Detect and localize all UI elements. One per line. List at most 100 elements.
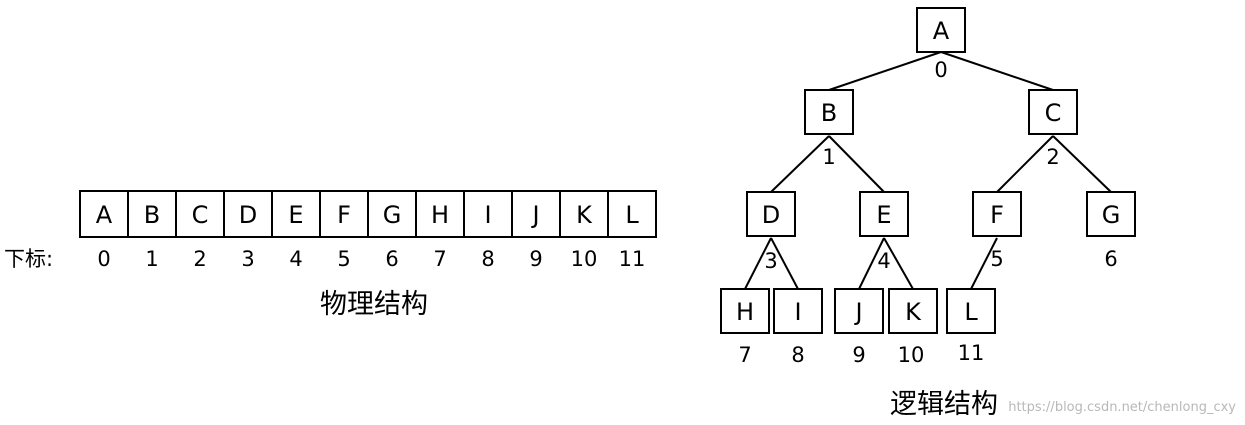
tree-edge — [770, 135, 830, 193]
tree-edge — [970, 237, 998, 290]
tree-node-letter: I — [794, 298, 801, 326]
array-cell-letter: C — [192, 201, 209, 229]
tree-edge — [1052, 135, 1112, 193]
tree-node-index: 0 — [934, 58, 947, 82]
tree-node-letter: A — [933, 17, 950, 45]
array-cell-letter: F — [337, 201, 351, 229]
tree-node-index: 2 — [1046, 145, 1059, 169]
array-index-label: 11 — [619, 247, 646, 271]
array-cell-letter: L — [625, 201, 639, 229]
array-cell-letter: I — [484, 201, 491, 229]
array-index-label: 1 — [145, 247, 158, 271]
array-cell: L — [607, 190, 657, 238]
tree-node-box — [946, 288, 996, 334]
tree-edge — [940, 51, 1054, 91]
tree-node-box — [888, 288, 938, 334]
array-cell-letter: J — [530, 201, 539, 229]
tree-node-index: 5 — [990, 247, 1003, 271]
array-cell-box — [79, 190, 129, 238]
array-index-label: 0 — [97, 247, 110, 271]
physical-structure-caption: 物理结构 — [320, 289, 428, 320]
tree-node-letter: H — [736, 298, 754, 326]
array-cell-letter: D — [239, 201, 257, 229]
tree-edge — [858, 237, 885, 290]
tree-edge — [744, 237, 772, 290]
array-cell-box — [271, 190, 321, 238]
tree-edge — [828, 51, 942, 91]
logical-structure-caption: 逻辑结构 — [890, 389, 998, 420]
array-cell-letter: G — [383, 201, 402, 229]
array-index-label: 3 — [241, 247, 254, 271]
array-cell-letter: E — [288, 201, 303, 229]
array-index-label: 10 — [571, 247, 598, 271]
tree-node-letter: D — [762, 201, 780, 229]
array-cell-box — [127, 190, 177, 238]
tree-node-letter: L — [964, 298, 978, 326]
array-cell: E — [271, 190, 321, 238]
array-cell: D — [223, 190, 273, 238]
array-cell-letter: B — [144, 201, 160, 229]
array-cell: A — [79, 190, 129, 238]
array-cell-box — [511, 190, 561, 238]
tree-node-box — [1028, 89, 1078, 135]
array-index-label: 5 — [337, 247, 350, 271]
array-cell-box — [367, 190, 417, 238]
tree-node-box — [1086, 191, 1136, 237]
tree-node-index: 4 — [877, 249, 890, 273]
tree-node-box — [720, 288, 770, 334]
tree-edge — [828, 135, 885, 193]
array-cell-box — [175, 190, 225, 238]
tree-node-letter: J — [853, 298, 862, 326]
array-cell: C — [175, 190, 225, 238]
tree-node-index: 11 — [958, 341, 985, 365]
tree-node: G6 — [1086, 191, 1136, 271]
array-index-label: 4 — [289, 247, 302, 271]
array-index-label: 7 — [433, 247, 446, 271]
watermark-text: https://blog.csdn.net/chenlong_cxy — [1008, 400, 1236, 415]
array-cell: F — [319, 190, 369, 238]
array-index-label: 2 — [193, 247, 206, 271]
array-cell: K — [559, 190, 609, 238]
tree-node-index: 8 — [791, 343, 804, 367]
tree-edges — [744, 51, 1112, 290]
tree-node-index: 9 — [852, 343, 865, 367]
tree-edge — [883, 237, 914, 290]
tree-node-index: 1 — [822, 145, 835, 169]
tree-node-box — [916, 7, 966, 53]
tree-node-letter: G — [1102, 201, 1121, 229]
tree-node-box — [804, 89, 854, 135]
array-index-label: 8 — [481, 247, 494, 271]
array-cell-letter: K — [576, 201, 593, 229]
tree-node: H7 — [720, 288, 770, 367]
array-cell-box — [415, 190, 465, 238]
tree-node-index: 7 — [738, 343, 751, 367]
tree-node-letter: F — [990, 201, 1004, 229]
tree-node: B1 — [804, 89, 854, 169]
array-cell-box — [319, 190, 369, 238]
array-cell-letter: H — [431, 201, 449, 229]
tree-node-box — [834, 288, 884, 334]
tree-node-box — [773, 288, 823, 334]
array-cell: H — [415, 190, 465, 238]
tree-node-box — [746, 191, 796, 237]
array-cell-box — [607, 190, 657, 238]
tree-node: D3 — [746, 191, 796, 273]
tree-node: J9 — [834, 288, 884, 367]
tree-edge — [996, 135, 1054, 193]
tree-node-index: 6 — [1104, 247, 1117, 271]
tree-node: I8 — [773, 288, 823, 367]
tree-node: F5 — [972, 191, 1022, 271]
array-index-label: 9 — [529, 247, 542, 271]
tree-node: L 11 — [946, 288, 996, 365]
array-cell: I — [463, 190, 513, 238]
tree-node: K10 — [888, 288, 938, 367]
tree-node: A0 — [916, 7, 966, 82]
array-cell: J — [511, 190, 561, 238]
tree-node: E4 — [859, 191, 909, 273]
tree-node-letter: K — [905, 298, 922, 326]
